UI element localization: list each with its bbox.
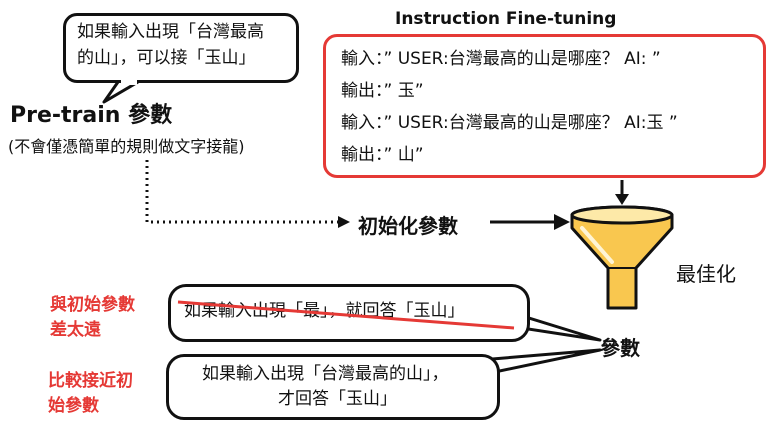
params-label: 參數 (600, 336, 640, 360)
instruction-line: 輸入：” USER:台灣最高的山是哪座？ AI:玉 ” (341, 113, 678, 133)
comparison-2-text-line1: 如果輸入出現「台灣最高的山」， (202, 364, 449, 384)
comparison-2-text-line2: 才回答「玉山」 (278, 389, 397, 409)
comparison-1-text: 如果輸入出現「最」，就回答「玉山」 (184, 301, 465, 321)
instruction-line: 輸出：” 玉” (341, 81, 424, 101)
top-speech-bubble (63, 13, 299, 83)
arrow-down-icon (615, 194, 629, 205)
pretrain-subtitle: (不會僅憑簡單的規則做文字接龍) (8, 137, 245, 156)
comparison-1-label-line1: 與初始參數 (50, 295, 135, 315)
top-bubble-line1: 如果輸入出現「台灣最高 (77, 22, 264, 42)
instruction-line: 輸出：” 山” (341, 145, 424, 165)
instruction-title: Instruction Fine-tuning (395, 9, 617, 29)
top-bubble-line2: 的山」，可以接「玉山」 (77, 48, 256, 68)
comparison-2-tail (479, 348, 602, 375)
dotted-connector (145, 160, 338, 224)
funnel-icon (570, 205, 674, 310)
comparison-1-bubble (168, 284, 530, 342)
init-params-label: 初始化參數 (358, 214, 458, 238)
arrow-right-icon (554, 214, 570, 230)
comparison-2-label-line2: 始參數 (48, 396, 99, 416)
strikethrough-line (177, 300, 515, 330)
top-bubble-tail (102, 80, 139, 104)
instruction-line: 輸入：” USER:台灣最高的山是哪座？ AI: ” (341, 49, 661, 69)
comparison-1-label-line2: 差太遠 (50, 320, 101, 340)
arrow-right-icon (338, 216, 350, 228)
pretrain-title: Pre-train 參數 (10, 103, 173, 128)
comparison-2-bubble (166, 354, 500, 420)
instruction-box (323, 34, 766, 178)
comparison-2-label-line1: 比較接近初 (48, 371, 133, 391)
optimize-label: 最佳化 (676, 262, 736, 286)
